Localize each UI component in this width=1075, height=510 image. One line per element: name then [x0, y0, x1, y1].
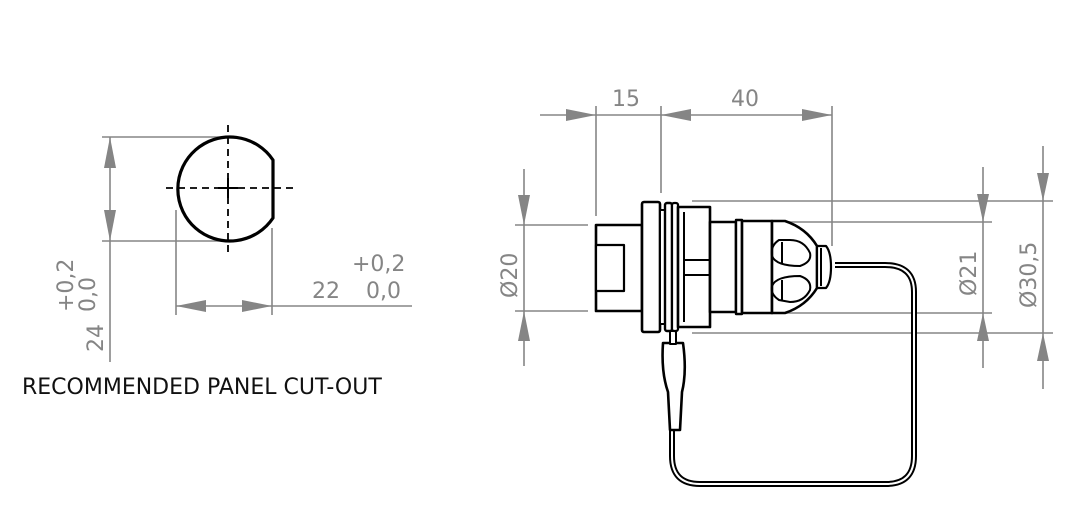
- cutout-caption: RECOMMENDED PANEL CUT-OUT: [22, 375, 382, 400]
- dim-front-length: 15: [612, 87, 640, 112]
- hex-nut: [676, 205, 712, 329]
- cutout-height-value: 24: [84, 324, 109, 352]
- dim-flange-diameter: Ø30,5: [1017, 242, 1042, 308]
- body-sleeve: [708, 220, 738, 314]
- cutout-width-tol-lower: 0,0: [366, 279, 401, 304]
- cutout-shape: [176, 135, 275, 243]
- connector-side-view: 15 40 Ø20 Ø21 Ø30,5: [498, 87, 1053, 487]
- cutout-height-tol-lower: 0,0: [76, 277, 101, 312]
- front-flange: [640, 200, 662, 334]
- lanyard-sleeve: [661, 341, 687, 432]
- cap-end-nub: [815, 244, 833, 290]
- dim-rear-diameter: Ø21: [957, 251, 982, 296]
- dim-front-diameter: Ø20: [498, 253, 523, 298]
- dim-rear-length: 40: [731, 87, 759, 112]
- cutout-width-value: 22: [312, 279, 340, 304]
- cutout-height-tol-upper: +0,2: [54, 259, 79, 312]
- grip-oval-bottom: [770, 274, 812, 304]
- cutout-width-tol-upper: +0,2: [352, 252, 405, 277]
- plug-ring: [740, 219, 774, 315]
- panel-cutout-view: 24 0,0 +0,2 22 0,0 +0,2 RECOMMENDED PANE…: [22, 125, 412, 400]
- grip-oval-top: [770, 239, 812, 268]
